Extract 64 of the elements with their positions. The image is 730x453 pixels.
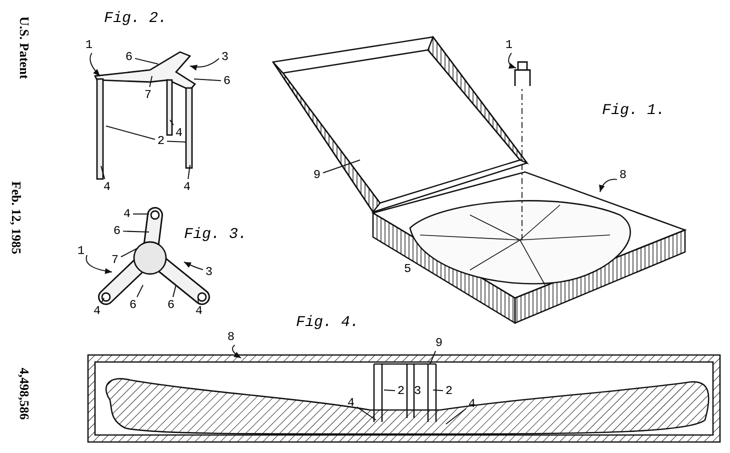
leader-arrow <box>232 344 242 358</box>
reference-numeral: 9 <box>313 168 321 182</box>
leader-arrow <box>184 262 204 270</box>
leader-line <box>384 390 396 392</box>
leader-line <box>100 298 104 304</box>
reference-numeral: 2 <box>445 384 453 398</box>
leader-line <box>188 164 190 180</box>
leader-arrow <box>90 52 100 76</box>
patent-header-text: 4,498,586 <box>16 366 33 422</box>
figure-title: Fig. 2. <box>104 9 168 29</box>
leader-line <box>100 166 106 180</box>
leader-arrow <box>86 254 112 274</box>
leader-line <box>149 76 152 88</box>
reference-numeral: 9 <box>435 336 443 350</box>
reference-numeral: 7 <box>144 88 152 102</box>
leader-line <box>134 58 158 64</box>
leader-line <box>322 160 360 174</box>
leader-line <box>194 78 222 82</box>
reference-numeral: 4 <box>183 180 191 194</box>
reference-numeral: 6 <box>129 298 137 312</box>
figure-title: Fig. 1. <box>602 101 666 121</box>
reference-numeral: 6 <box>125 50 133 64</box>
reference-numeral: 7 <box>111 253 119 267</box>
figure-title: Fig. 3. <box>184 225 248 245</box>
leader-line <box>136 284 144 298</box>
leader-line <box>446 408 466 424</box>
patent-header-text: U.S. Patent <box>16 16 33 81</box>
leader-arrow <box>599 178 618 192</box>
leader-line <box>122 230 150 232</box>
leader-line <box>356 406 376 420</box>
leader-line <box>170 120 174 126</box>
figure-title: Fig. 4. <box>296 313 360 333</box>
reference-numeral: 4 <box>103 180 111 194</box>
reference-numeral: 1 <box>505 38 513 52</box>
leader-line <box>106 126 156 140</box>
reference-numeral: 3 <box>221 50 229 64</box>
pizza-saver-perspective-drawing <box>94 51 196 180</box>
reference-numeral: 4 <box>123 207 131 221</box>
reference-numeral: 3 <box>414 384 422 398</box>
leader-arrow <box>190 58 220 70</box>
box-cross-section-drawing <box>87 354 721 443</box>
leader-line <box>172 284 176 298</box>
reference-numeral: 1 <box>85 38 93 52</box>
patent-header-text: Feb. 12, 1985 <box>8 180 25 256</box>
reference-numeral: 8 <box>619 168 627 182</box>
reference-numeral: 4 <box>93 304 101 318</box>
reference-numeral: 6 <box>167 298 175 312</box>
reference-numeral: 2 <box>157 134 165 148</box>
leader-line <box>198 298 199 304</box>
reference-numeral: 4 <box>347 396 355 410</box>
leader-line <box>120 248 138 258</box>
reference-numeral: 5 <box>404 262 412 276</box>
leader-arrow <box>508 52 516 68</box>
reference-numeral: 6 <box>223 74 231 88</box>
reference-numeral: 1 <box>77 244 85 258</box>
reference-numeral: 6 <box>113 224 121 238</box>
reference-numeral: 3 <box>205 265 213 279</box>
reference-numeral: 4 <box>195 304 203 318</box>
reference-numeral: 8 <box>227 330 235 344</box>
leader-line <box>166 140 186 142</box>
reference-numeral: 2 <box>397 384 405 398</box>
reference-numeral: 4 <box>175 126 183 140</box>
leader-line <box>430 350 436 364</box>
leader-line <box>432 390 444 392</box>
